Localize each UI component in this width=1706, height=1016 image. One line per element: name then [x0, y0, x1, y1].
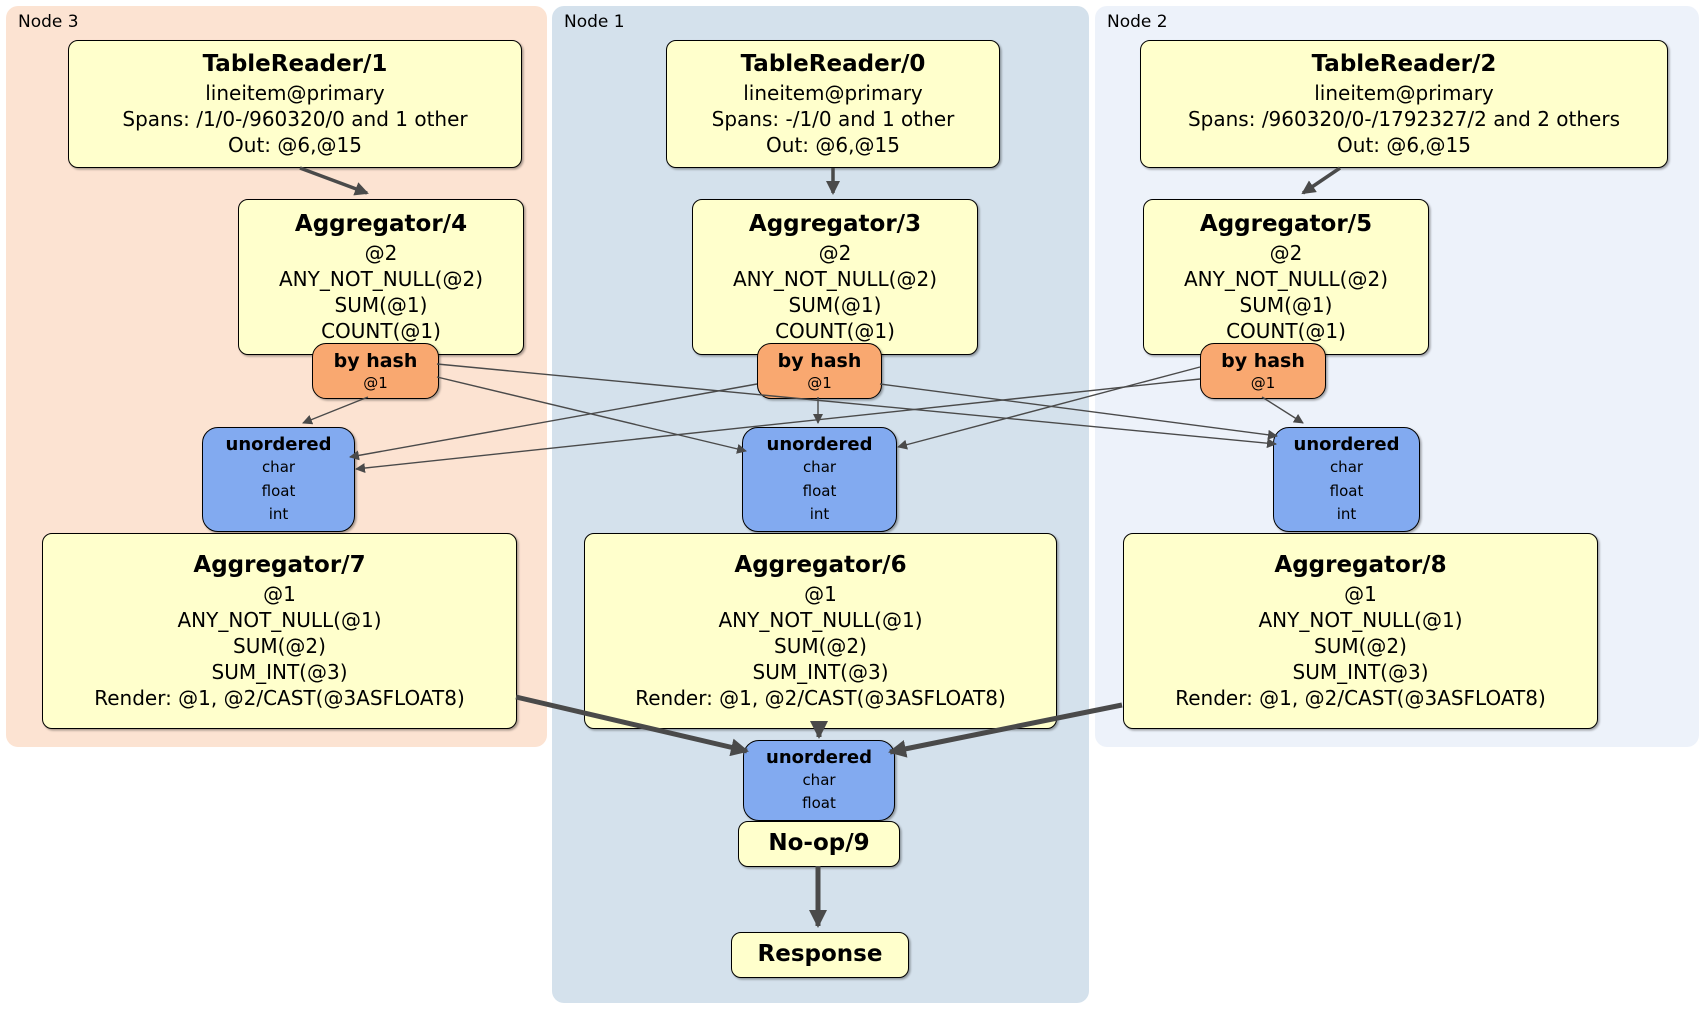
processor-line: @1	[1344, 581, 1377, 606]
processor-line: @2	[1269, 240, 1303, 265]
processor-line: Spans: -/1/0 and 1 other	[711, 106, 955, 131]
processor-title: Aggregator/3	[748, 211, 922, 238]
processor-line: COUNT(@1)	[321, 318, 441, 343]
unordered-sync-node3: unordered char float int	[202, 427, 355, 532]
response-box: Response	[731, 932, 909, 978]
node1-label: Node 1	[564, 12, 625, 32]
processor-title: Response	[757, 941, 883, 968]
sync-type: char	[802, 770, 836, 789]
processor-line: @2	[818, 240, 852, 265]
sync-title: unordered	[766, 433, 873, 455]
sync-type: int	[1336, 504, 1357, 523]
processor-title: No-op/9	[768, 830, 870, 857]
processor-line: Render: @1, @2/CAST(@3ASFLOAT8)	[1175, 685, 1546, 710]
processor-line: SUM(@2)	[774, 633, 867, 658]
processor-line: @1	[263, 581, 296, 606]
hash-router-node2: by hash @1	[1200, 343, 1326, 399]
unordered-sync-node1: unordered char float int	[742, 427, 897, 532]
processor-line: ANY_NOT_NULL(@2)	[279, 266, 483, 291]
sync-type: float	[1329, 481, 1364, 500]
aggregator-4-box: Aggregator/4 @2 ANY_NOT_NULL(@2) SUM(@1)…	[238, 199, 524, 355]
processor-line: SUM(@1)	[788, 292, 882, 317]
sync-title: unordered	[225, 433, 332, 455]
sync-type: float	[802, 481, 837, 500]
hash-router-node1: by hash @1	[757, 343, 882, 399]
aggregator-8-box: Aggregator/8 @1 ANY_NOT_NULL(@1) SUM(@2)…	[1123, 533, 1598, 729]
processor-line: ANY_NOT_NULL(@1)	[1258, 607, 1463, 632]
aggregator-7-box: Aggregator/7 @1 ANY_NOT_NULL(@1) SUM(@2)…	[42, 533, 517, 729]
node2-label: Node 2	[1107, 12, 1168, 32]
processor-line: ANY_NOT_NULL(@1)	[177, 607, 382, 632]
sync-type: float	[802, 794, 836, 813]
tablereader-1-box: TableReader/1 lineitem@primary Spans: /1…	[68, 40, 522, 168]
processor-line: ANY_NOT_NULL(@1)	[718, 607, 923, 632]
tablereader-2-box: TableReader/2 lineitem@primary Spans: /9…	[1140, 40, 1668, 168]
unordered-sync-node2: unordered char float int	[1273, 427, 1420, 532]
processor-line: ANY_NOT_NULL(@2)	[1184, 266, 1388, 291]
processor-line: SUM_INT(@3)	[211, 659, 348, 684]
processor-title: Aggregator/8	[1274, 552, 1447, 579]
processor-line: SUM_INT(@3)	[752, 659, 889, 684]
hash-router-node3: by hash @1	[312, 343, 439, 399]
router-title: by hash	[1221, 350, 1305, 373]
sync-type: int	[268, 504, 289, 523]
processor-line: Out: @6,@15	[228, 132, 362, 157]
processor-title: TableReader/1	[202, 51, 388, 78]
processor-line: lineitem@primary	[205, 80, 385, 105]
router-line: @1	[1250, 373, 1276, 392]
processor-line: ANY_NOT_NULL(@2)	[733, 266, 937, 291]
noop-box: No-op/9	[738, 821, 900, 867]
processor-line: @1	[804, 581, 837, 606]
aggregator-6-box: Aggregator/6 @1 ANY_NOT_NULL(@1) SUM(@2)…	[584, 533, 1057, 729]
processor-line: SUM(@2)	[1314, 633, 1407, 658]
processor-line: COUNT(@1)	[775, 318, 895, 343]
processor-line: SUM(@1)	[334, 292, 428, 317]
processor-title: TableReader/2	[1311, 51, 1497, 78]
processor-line: Spans: /960320/0-/1792327/2 and 2 others	[1187, 106, 1620, 131]
processor-title: Aggregator/6	[734, 552, 907, 579]
processor-line: @2	[364, 240, 398, 265]
processor-line: Spans: /1/0-/960320/0 and 1 other	[122, 106, 468, 131]
aggregator-5-box: Aggregator/5 @2 ANY_NOT_NULL(@2) SUM(@1)…	[1143, 199, 1429, 355]
processor-title: Aggregator/4	[294, 211, 468, 238]
sync-type: float	[261, 481, 296, 500]
processor-line: SUM(@2)	[233, 633, 326, 658]
sync-title: unordered	[766, 746, 872, 768]
router-title: by hash	[333, 350, 418, 373]
processor-line: lineitem@primary	[743, 80, 923, 105]
sync-type: char	[1329, 458, 1364, 477]
unordered-sync-final: unordered char float	[743, 740, 895, 821]
node3-label: Node 3	[18, 12, 79, 32]
sync-title: unordered	[1293, 433, 1400, 455]
aggregator-3-box: Aggregator/3 @2 ANY_NOT_NULL(@2) SUM(@1)…	[692, 199, 978, 355]
processor-title: Aggregator/5	[1199, 211, 1373, 238]
processor-title: TableReader/0	[740, 51, 926, 78]
processor-title: Aggregator/7	[193, 552, 366, 579]
processor-line: Render: @1, @2/CAST(@3ASFLOAT8)	[94, 685, 465, 710]
router-title: by hash	[777, 350, 862, 373]
router-line: @1	[807, 373, 832, 392]
tablereader-0-box: TableReader/0 lineitem@primary Spans: -/…	[666, 40, 1000, 168]
sync-type: int	[809, 504, 830, 523]
processor-line: Out: @6,@15	[1337, 132, 1471, 157]
router-line: @1	[363, 373, 388, 392]
processor-line: Out: @6,@15	[766, 132, 900, 157]
processor-line: SUM(@1)	[1239, 292, 1333, 317]
sync-type: char	[261, 458, 296, 477]
processor-line: lineitem@primary	[1314, 80, 1494, 105]
processor-line: COUNT(@1)	[1226, 318, 1346, 343]
processor-line: Render: @1, @2/CAST(@3ASFLOAT8)	[635, 685, 1006, 710]
processor-line: SUM_INT(@3)	[1292, 659, 1429, 684]
sync-type: char	[802, 458, 837, 477]
